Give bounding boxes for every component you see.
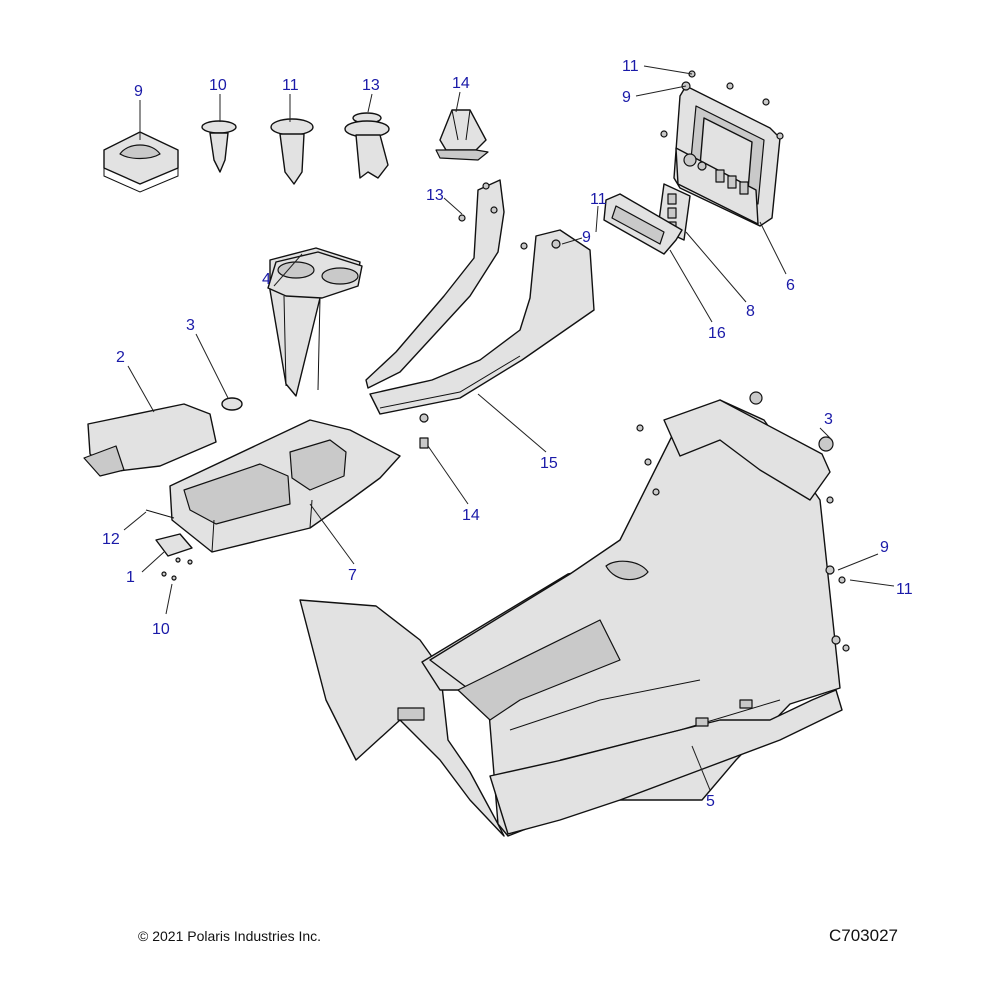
part-4-cup-holder <box>267 247 363 397</box>
part-1-latch <box>155 533 193 581</box>
callout-11-right: 11 <box>896 581 913 598</box>
drawing-number: C703027 <box>829 926 899 945</box>
callout-14-mid: 14 <box>462 507 480 524</box>
part-5-console-body <box>299 399 843 837</box>
callout-9-panel: 9 <box>622 89 631 106</box>
part-12-bolt <box>145 509 175 519</box>
callout-11-mid: 11 <box>590 191 607 208</box>
callouts: 9 10 11 13 14 11 9 6 8 16 13 11 9 4 3 2 … <box>102 58 913 810</box>
leader-lines <box>123 65 895 791</box>
part-13-tree-clip <box>344 112 390 179</box>
callout-2: 2 <box>116 349 125 366</box>
part-10-push-rivet <box>201 120 237 173</box>
callout-9-mid: 9 <box>582 229 591 246</box>
callout-6: 6 <box>786 277 795 294</box>
part-9-speed-nut <box>103 131 179 193</box>
callout-9-right: 9 <box>880 539 889 556</box>
callout-11-panel: 11 <box>622 58 639 75</box>
body-fasteners <box>636 391 850 652</box>
callout-11-top: 11 <box>282 77 299 94</box>
callout-13-mid: 13 <box>426 187 444 204</box>
part-11-push-rivet <box>270 118 314 185</box>
part-2-lid <box>83 403 217 477</box>
part-6-switch-panel <box>673 85 781 227</box>
callout-3-left: 3 <box>186 317 195 334</box>
trim-fasteners <box>419 182 561 423</box>
callout-12: 12 <box>102 531 120 548</box>
part-16-bezel <box>603 193 683 255</box>
part-14-clip-mid <box>419 437 429 449</box>
callout-7: 7 <box>348 567 357 584</box>
callout-10-low: 10 <box>152 621 170 638</box>
callout-5: 5 <box>706 793 715 810</box>
callout-10-top: 10 <box>209 77 227 94</box>
panel-fasteners <box>660 70 784 140</box>
callout-4: 4 <box>262 271 271 288</box>
callout-15: 15 <box>540 455 558 472</box>
callout-8: 8 <box>746 303 755 320</box>
part-14-u-clip <box>435 109 489 161</box>
callout-3-right: 3 <box>824 411 833 428</box>
part-3-grommet-left <box>221 397 243 411</box>
copyright-text: © 2021 Polaris Industries Inc. <box>138 928 322 944</box>
callout-13-top: 13 <box>362 77 380 94</box>
callout-16: 16 <box>708 325 726 342</box>
part-7-storage-tray <box>169 419 401 553</box>
callout-14-top: 14 <box>452 75 470 92</box>
callout-9-top: 9 <box>134 83 143 100</box>
part-15-console-trim <box>365 179 595 415</box>
callout-1: 1 <box>126 569 135 586</box>
